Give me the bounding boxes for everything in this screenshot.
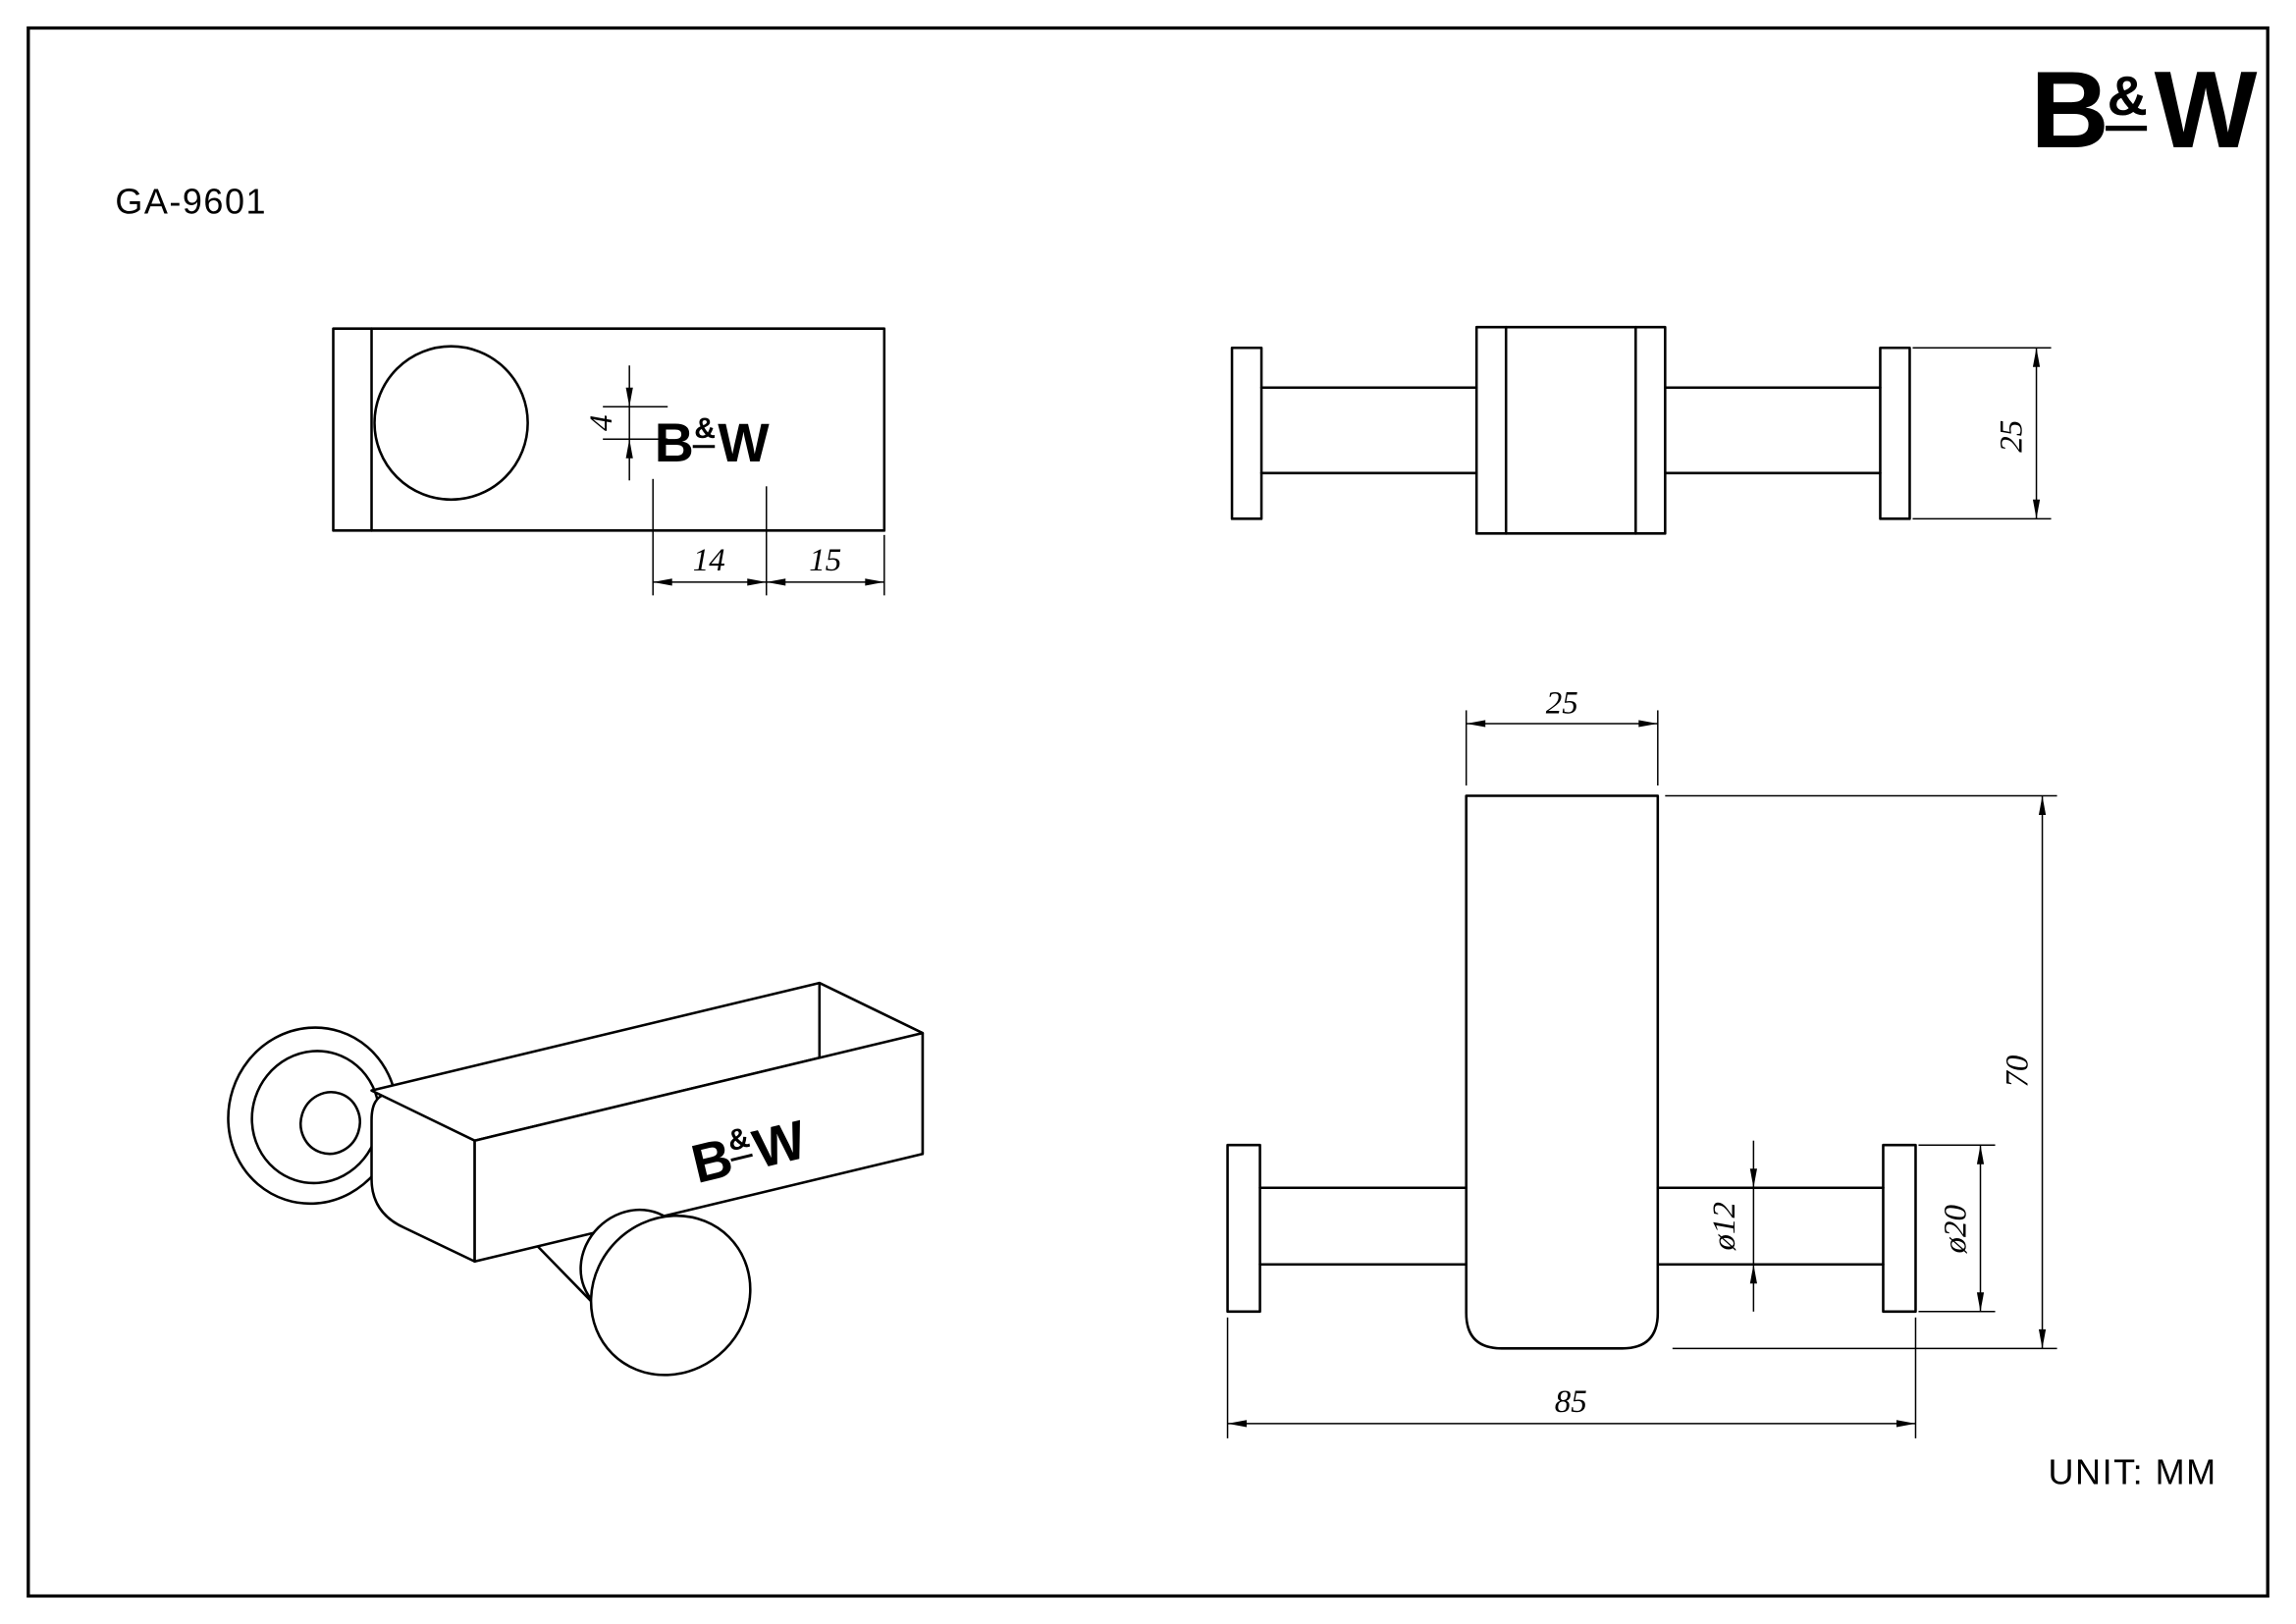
side-view-body-block <box>1474 325 1667 535</box>
top-view-hook-circle <box>373 345 529 502</box>
dim-flange-diameter: ø20 <box>1918 1144 1996 1313</box>
dim-depth-25: 25 <box>1912 347 2052 520</box>
dim-post-diameter-label: ø12 <box>1707 1202 1742 1252</box>
dim-step-label: 4 <box>584 415 619 431</box>
dim-depth-label: 25 <box>1995 420 2030 453</box>
dim-overall-length-85: 85 <box>1226 1317 1917 1438</box>
dim-step-4: 4 <box>584 365 668 481</box>
brand-ampersand: & <box>2108 65 2148 128</box>
side-view-right-cap <box>1879 346 1911 520</box>
top-view-brand: B & W <box>655 412 771 473</box>
top-view-outline <box>332 327 886 532</box>
model-number: GA-9601 <box>115 182 267 222</box>
dim-height-70: 70 <box>1665 794 2057 1350</box>
lower-hook-cap <box>589 1214 752 1377</box>
front-view-bar <box>1465 794 1660 1350</box>
brand-logo: B & W <box>2031 48 2258 171</box>
front-view-right-cap <box>1882 1143 1917 1314</box>
brand-letter-w: W <box>2155 48 2258 171</box>
brand-letter-b: B <box>2031 48 2109 171</box>
bar-front-face <box>473 1031 925 1264</box>
brand-letter-b: B <box>655 412 694 473</box>
front-view: 25 70 ø12 ø20 85 <box>1226 685 2057 1438</box>
dim-post-diameter: ø12 <box>1707 1140 1757 1312</box>
side-view: 25 <box>1230 325 2052 535</box>
upper-hook-neck <box>299 1091 361 1156</box>
dim-offset-label: 14 <box>693 543 725 578</box>
sheet-border <box>27 26 2269 1598</box>
dim-bar-width-25: 25 <box>1465 685 1659 785</box>
dim-bar-width-label: 25 <box>1546 685 1578 721</box>
dim-height-label: 70 <box>2001 1055 2036 1088</box>
dim-offset-14-15: 14 15 <box>652 478 885 596</box>
isometric-view: B & W <box>227 981 925 1377</box>
dim-flange-diameter-label: ø20 <box>1939 1205 1974 1255</box>
unit-label: UNIT: MM <box>2049 1451 2217 1491</box>
front-view-left-cap <box>1226 1143 1261 1314</box>
lower-hook-cylinder-side <box>536 1245 597 1308</box>
top-view: 4 B & W 14 15 <box>332 327 886 596</box>
dim-overall-length-label: 85 <box>1555 1384 1587 1420</box>
brand-ampersand: & <box>694 412 716 445</box>
dim-edge-label: 15 <box>809 543 841 578</box>
side-view-left-cap <box>1230 346 1263 520</box>
brand-letter-w: W <box>718 412 770 473</box>
ampersand-underline <box>730 1153 753 1162</box>
